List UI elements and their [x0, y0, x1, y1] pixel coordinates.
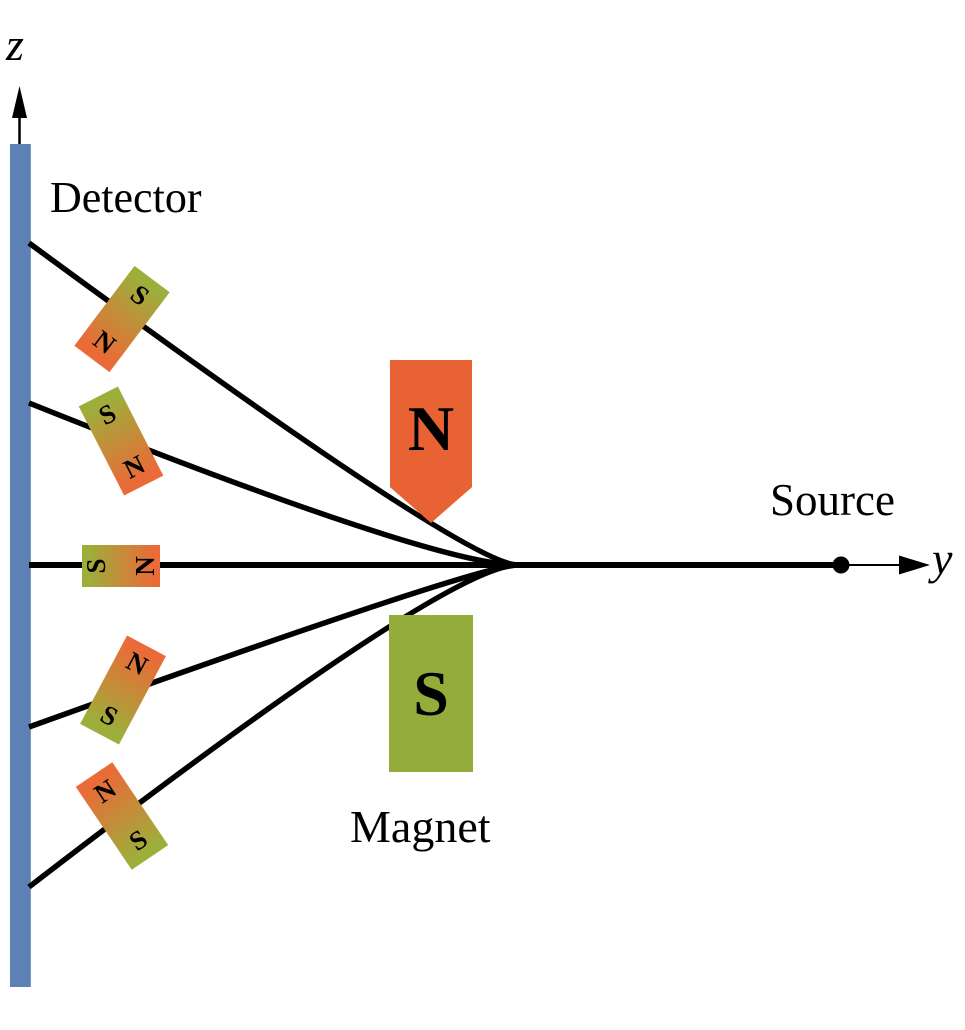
source-label: Source	[770, 475, 895, 525]
dipole-pole-label: N	[130, 556, 160, 576]
z-axis-arrowhead-icon	[12, 86, 27, 118]
dipole-pole-label: S	[95, 698, 124, 733]
dipole-pole-label: N	[87, 324, 122, 361]
dipole-pole-label: S	[125, 278, 156, 312]
north-pole-label: N	[407, 392, 455, 464]
south-pole-label: S	[413, 657, 449, 729]
beam-dipole-magnet: S N	[81, 545, 160, 587]
z-axis-label: z	[6, 19, 24, 70]
magnet-label: Magnet	[350, 801, 491, 852]
dipole-pole-label: S	[81, 558, 111, 574]
dipole-pole-label: N	[118, 449, 150, 485]
dipole-pole-label: N	[121, 645, 153, 682]
magnet-north-pole: N	[390, 360, 472, 523]
dipole-pole-label: N	[88, 773, 122, 810]
dipole-pole-label: S	[93, 397, 121, 432]
magnet-south-pole: S	[389, 615, 473, 772]
detector-label: Detector	[50, 173, 202, 222]
y-axis-label: y	[932, 533, 953, 584]
y-axis-arrowhead-icon	[899, 555, 930, 575]
source-dot	[832, 556, 850, 574]
beam-path-top	[27, 240, 519, 568]
dipole-pole-label: S	[123, 823, 153, 857]
